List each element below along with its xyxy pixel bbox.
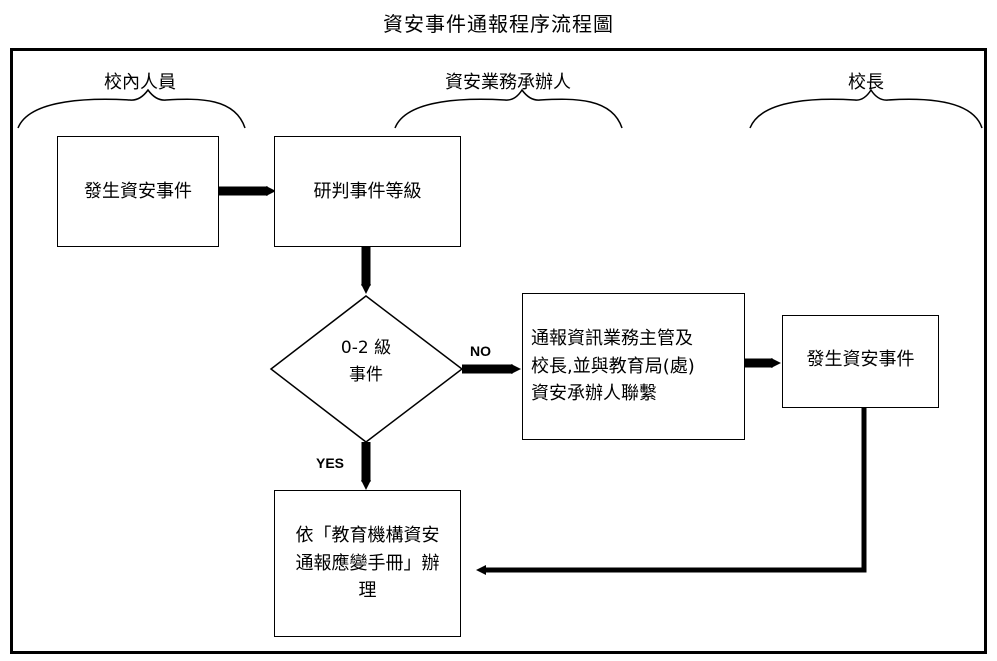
node-handbook-line2: 通報應變手冊」辦 bbox=[295, 552, 440, 574]
node-notify-line1: 通報資訊業務主管及 bbox=[531, 327, 693, 349]
node-occur-text: 發生資安事件 bbox=[84, 180, 192, 202]
node-handbook: 依「教育機構資安 通報應變手冊」辦 理 bbox=[274, 490, 461, 637]
node-notify-line2: 校長,並與教育局(處) bbox=[531, 355, 695, 377]
node-handbook-line1: 依「教育機構資安 bbox=[295, 524, 440, 546]
diagram-frame bbox=[10, 48, 987, 654]
page-title: 資安事件通報程序流程圖 bbox=[383, 12, 614, 36]
lane-brace-officer bbox=[394, 88, 623, 129]
node-assess: 研判事件等級 bbox=[274, 136, 461, 247]
edge-label-no: NO bbox=[470, 343, 491, 359]
decision-label: 0-2 級 事件 bbox=[300, 335, 432, 389]
node-principal-text: 發生資安事件 bbox=[806, 349, 915, 370]
arrow-principal-to-handbook bbox=[476, 407, 867, 575]
node-notify: 通報資訊業務主管及 校長,並與教育局(處) 資安承辦人聯繫 bbox=[522, 293, 745, 440]
node-notify-line3: 資安承辦人聯繫 bbox=[531, 383, 657, 405]
decision-line1: 0-2 級 bbox=[340, 338, 392, 358]
node-principal: 發生資安事件 bbox=[782, 315, 939, 408]
node-handbook-line3: 理 bbox=[358, 580, 377, 602]
node-assess-text: 研判事件等級 bbox=[313, 180, 422, 202]
node-occur: 發生資安事件 bbox=[57, 136, 219, 247]
lane-brace-staff bbox=[17, 88, 246, 129]
lane-brace-principal bbox=[749, 88, 983, 129]
lane-label-staff: 校內人員 bbox=[104, 72, 176, 93]
lane-label-principal: 校長 bbox=[848, 72, 884, 93]
edge-label-yes: YES bbox=[316, 455, 345, 471]
lane-label-officer: 資安業務承辦人 bbox=[445, 72, 571, 93]
decision-line2: 事件 bbox=[349, 365, 383, 386]
